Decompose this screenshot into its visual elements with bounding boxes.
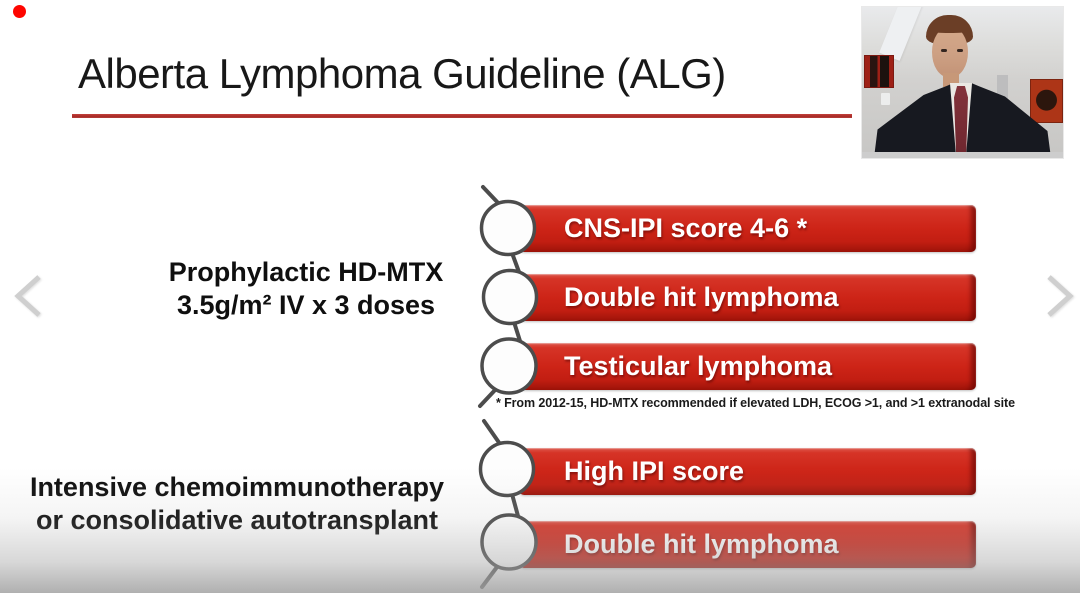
connector-line [481,185,503,208]
group2-label: Intensive chemoimmunotherapy or consolid… [8,471,466,537]
group2-label-line2: or consolidative autotransplant [35,505,439,535]
banner-label: High IPI score [564,456,745,486]
group1-label-line1: Prophylactic HD-MTX [168,257,444,287]
banner-label: Testicular lymphoma [564,351,833,381]
connector-line [478,387,498,408]
slide-title: Alberta Lymphoma Guideline (ALG) [78,50,726,97]
recording-dot-icon [13,5,26,18]
group1-label: Prophylactic HD-MTX 3.5g/m² IV x 3 doses [145,256,467,322]
speaker-face [932,27,968,77]
group2-label-line1: Intensive chemoimmunotherapy [29,472,445,502]
group1-label-line2: 3.5g/m² IV x 3 doses [176,290,436,320]
banner-double-hit-lymphoma-1: Double hit lymphoma [519,274,976,321]
wall-art-left [864,55,894,88]
banner-label: Double hit lymphoma [564,282,839,312]
speaker-eye-left [941,49,947,52]
wall-thermostat [881,93,890,105]
banner-double-hit-lymphoma-2: Double hit lymphoma [519,521,976,568]
connector-line [510,251,521,274]
speaker-eye-right [957,49,963,52]
webcam-video [862,7,1063,158]
banner-testicular-lymphoma: Testicular lymphoma [519,343,976,390]
banner-label: CNS-IPI score 4-6 * [564,213,808,243]
webcam-bottom-bar [862,152,1063,158]
connector-line [480,565,499,589]
chevron-left-icon [14,275,41,317]
connector-line [512,320,522,343]
banner-label: Double hit lymphoma [564,529,839,559]
previous-slide-button[interactable] [10,272,46,320]
next-slide-button[interactable] [1042,272,1078,320]
ceiling-duct [879,7,923,61]
wall-art-right [1030,79,1063,123]
speaker-hairline [928,17,971,33]
banner-cns-ipi-score: CNS-IPI score 4-6 * [519,205,976,252]
title-underline [72,114,852,118]
connector-line [510,492,520,518]
footnote: * From 2012-15, HD-MTX recommended if el… [496,396,1015,410]
chevron-right-icon [1047,275,1074,317]
banner-high-ipi-score: High IPI score [519,448,976,495]
connector-line [482,419,502,446]
speaker-tie [954,86,968,158]
